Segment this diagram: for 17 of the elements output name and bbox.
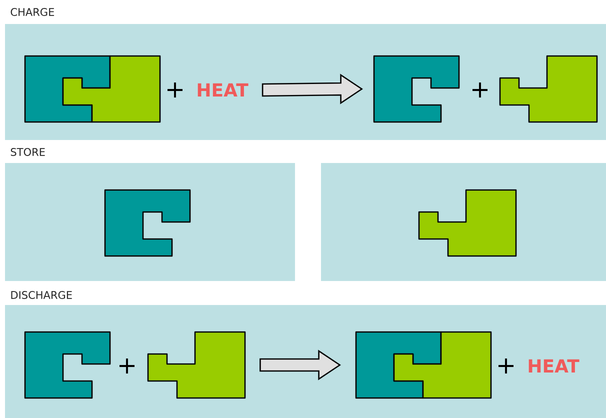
puzzle-piece	[104, 189, 191, 257]
plus-sign: +	[472, 82, 488, 98]
plus-sign: +	[120, 358, 135, 374]
heat-label: HEAT	[198, 83, 248, 97]
joined-pieces-drawing	[24, 55, 161, 123]
arrow	[262, 74, 363, 104]
puzzle-piece	[499, 55, 598, 123]
puzzle-piece	[147, 331, 246, 399]
arrow	[260, 350, 341, 380]
puzzle-piece	[418, 189, 517, 257]
node-label: STORE	[10, 148, 45, 156]
joined-pieces-drawing	[355, 331, 492, 399]
node-label: DISCHARGE	[11, 291, 72, 299]
puzzle-piece	[24, 331, 111, 399]
heat-label: HEAT	[528, 359, 580, 373]
node-label: CHARGE	[10, 8, 54, 16]
puzzle-piece	[373, 55, 460, 123]
